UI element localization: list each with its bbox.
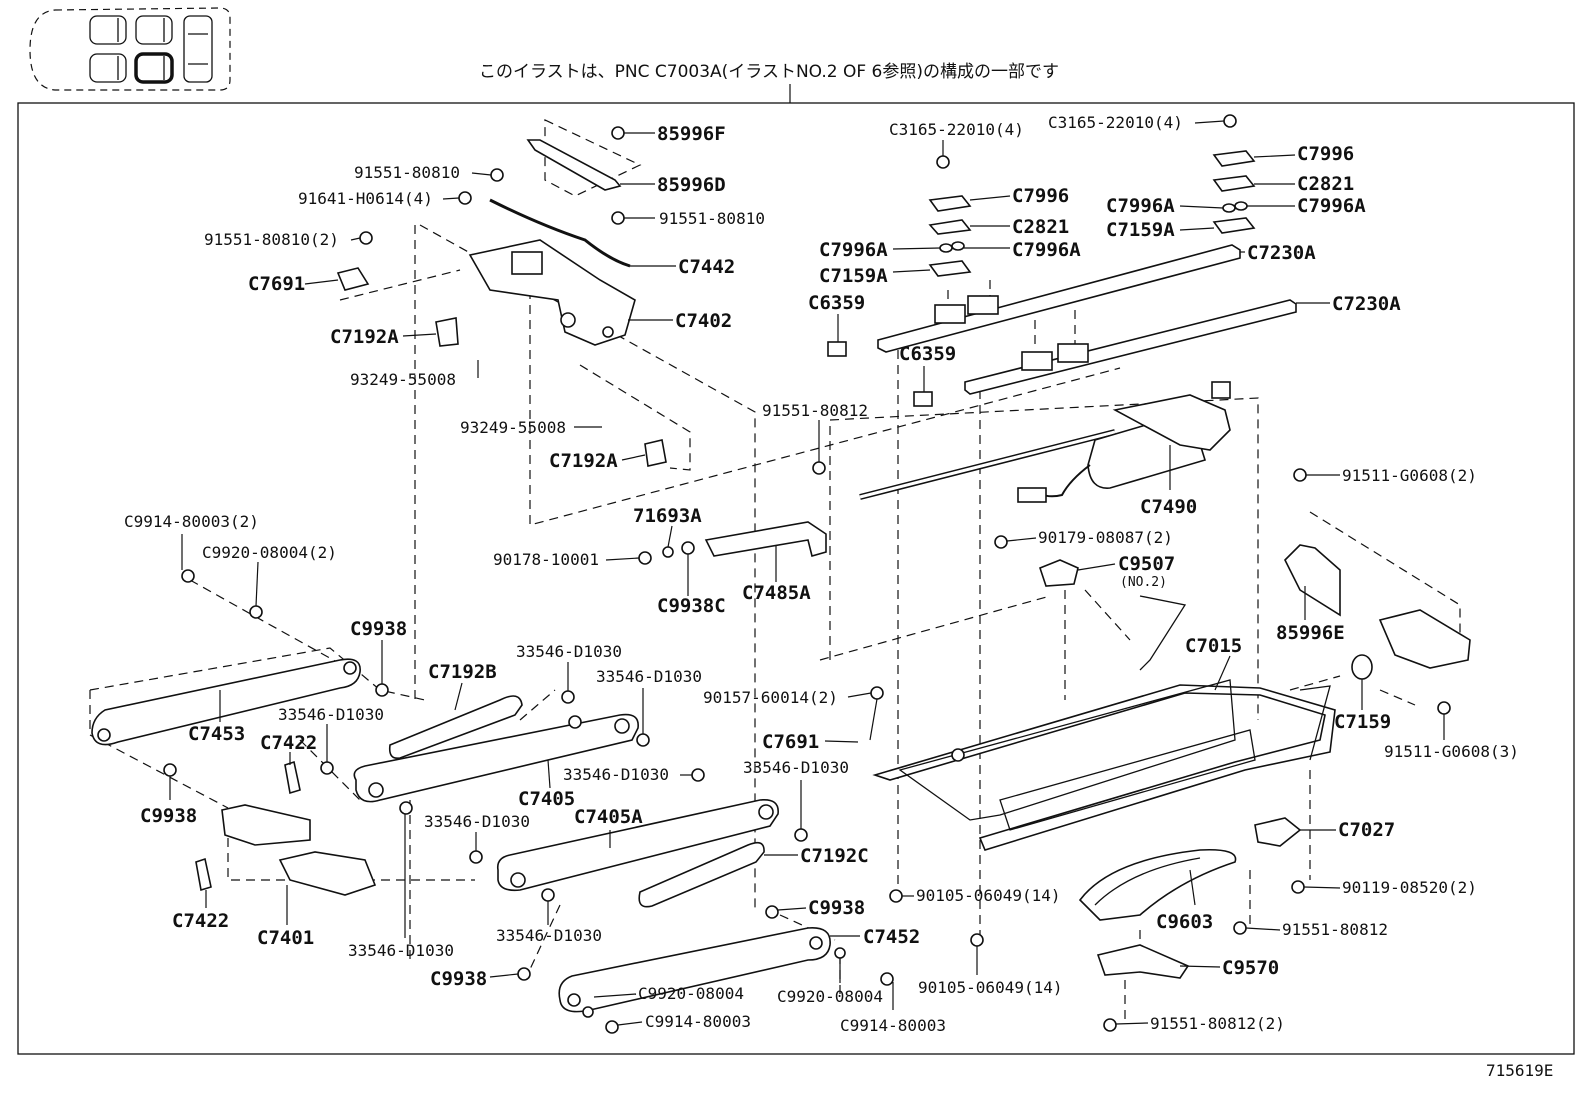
callout-label: 91551-80810 bbox=[659, 209, 765, 228]
callout-label: C7401 bbox=[257, 927, 314, 949]
leader-lines bbox=[169, 120, 1445, 1026]
callout-label: C7015 bbox=[1185, 635, 1242, 657]
callout-label: C9914-80003 bbox=[645, 1012, 751, 1031]
callout-label: C6359 bbox=[808, 292, 865, 314]
callout-label: C7230A bbox=[1247, 242, 1316, 264]
callout-label: C7027 bbox=[1338, 819, 1395, 841]
callout-label: 93249-55008 bbox=[460, 418, 566, 437]
callout-label: C9920-08004 bbox=[777, 987, 883, 1006]
callout-label: 91511-G0608(2) bbox=[1342, 466, 1477, 485]
callout-label: C7230A bbox=[1332, 293, 1401, 315]
callout-label: C7192B bbox=[428, 661, 497, 683]
callout-label: 90157-60014(2) bbox=[703, 688, 838, 707]
callout-label: (NO.2) bbox=[1120, 575, 1167, 590]
callout-label: 93249-55008 bbox=[350, 370, 456, 389]
part-drawings bbox=[91, 126, 1471, 1013]
callout-label: C7996A bbox=[1297, 195, 1366, 217]
callout-label: 91641-H0614(4) bbox=[298, 189, 433, 208]
callout-label: C9603 bbox=[1156, 911, 1213, 933]
callout-label: C7159A bbox=[819, 265, 888, 287]
callout-label: C7405A bbox=[574, 806, 643, 828]
callout-label: C7996A bbox=[819, 239, 888, 261]
callout-label: 90179-08087(2) bbox=[1038, 528, 1173, 547]
callout-label: C7691 bbox=[762, 731, 819, 753]
callout-label: C7490 bbox=[1140, 496, 1197, 518]
callout-label: 33546-D1030 bbox=[278, 705, 384, 724]
callout-label: C7996 bbox=[1012, 185, 1069, 207]
callout-label: C9938 bbox=[140, 805, 197, 827]
callout-label: C9920-08004(2) bbox=[202, 543, 337, 562]
header-note: このイラストは、PNC C7003A(イラストNO.2 OF 6参照)の構成の一… bbox=[479, 62, 1059, 82]
callout-label: C7402 bbox=[675, 310, 732, 332]
assembly-dashed-lines bbox=[89, 119, 1461, 1025]
diagram-frame bbox=[17, 102, 1575, 1055]
callout-label: C9570 bbox=[1222, 957, 1279, 979]
callout-label: 91551-80812 bbox=[762, 401, 868, 420]
callout-label: C7192A bbox=[549, 450, 618, 472]
callout-label: 85996F bbox=[657, 123, 726, 145]
callout-labels: 85996F 85996D 91551-80810 91641-H0614(4)… bbox=[124, 113, 1519, 1035]
callout-label: C2821 bbox=[1012, 216, 1069, 238]
callout-label: C7452 bbox=[863, 926, 920, 948]
callout-label: C7422 bbox=[172, 910, 229, 932]
callout-label: C7996A bbox=[1106, 195, 1175, 217]
callout-label: 91551-80810(2) bbox=[204, 230, 339, 249]
callout-label: C6359 bbox=[899, 343, 956, 365]
callout-label: C3165-22010(4) bbox=[1048, 113, 1183, 132]
callout-label: C9938 bbox=[430, 968, 487, 990]
callout-label: 91551-80812(2) bbox=[1150, 1014, 1285, 1033]
illustration-number: 715619E bbox=[1486, 1061, 1553, 1080]
callout-label: C9914-80003 bbox=[840, 1016, 946, 1035]
callout-label: 33546-D1030 bbox=[596, 667, 702, 686]
callout-label: C9938 bbox=[808, 897, 865, 919]
callout-label: 90105-06049(14) bbox=[918, 978, 1063, 997]
callout-label: C9507 bbox=[1118, 553, 1175, 575]
callout-label: C7159 bbox=[1334, 711, 1391, 733]
callout-label: C9938 bbox=[350, 618, 407, 640]
callout-label: 91551-80810 bbox=[354, 163, 460, 182]
callout-label: 33546-D1030 bbox=[743, 758, 849, 777]
callout-label: 91551-80812 bbox=[1282, 920, 1388, 939]
callout-label: C9920-08004 bbox=[638, 984, 744, 1003]
callout-label: C7691 bbox=[248, 273, 305, 295]
seat-locator-icon bbox=[29, 7, 231, 91]
callout-label: 71693A bbox=[633, 505, 702, 527]
callout-label: C7996 bbox=[1297, 143, 1354, 165]
callout-label: C2821 bbox=[1297, 173, 1354, 195]
callout-label: C7996A bbox=[1012, 239, 1081, 261]
callout-label: 90119-08520(2) bbox=[1342, 878, 1477, 897]
callout-label: 33546-D1030 bbox=[516, 642, 622, 661]
callout-label: C7159A bbox=[1106, 219, 1175, 241]
callout-label: C9938C bbox=[657, 595, 726, 617]
callout-label: C7192C bbox=[800, 845, 869, 867]
callout-label: 33546-D1030 bbox=[348, 941, 454, 960]
callout-label: 90178-10001 bbox=[493, 550, 599, 569]
callout-label: C9914-80003(2) bbox=[124, 512, 259, 531]
callout-label: C7485A bbox=[742, 582, 811, 604]
callout-label: C7192A bbox=[330, 326, 399, 348]
callout-label: C7422 bbox=[260, 732, 317, 754]
callout-label: 33546-D1030 bbox=[424, 812, 530, 831]
callout-label: C7442 bbox=[678, 256, 735, 278]
callout-label: 90105-06049(14) bbox=[916, 886, 1061, 905]
callout-label: 85996E bbox=[1276, 622, 1345, 644]
callout-label: C7453 bbox=[188, 723, 245, 745]
callout-label: C7405 bbox=[518, 788, 575, 810]
callout-label: 33546-D1030 bbox=[496, 926, 602, 945]
callout-label: 91511-G0608(3) bbox=[1384, 742, 1519, 761]
callout-label: C3165-22010(4) bbox=[889, 120, 1024, 139]
callout-label: 85996D bbox=[657, 174, 726, 196]
callout-label: 33546-D1030 bbox=[563, 765, 669, 784]
